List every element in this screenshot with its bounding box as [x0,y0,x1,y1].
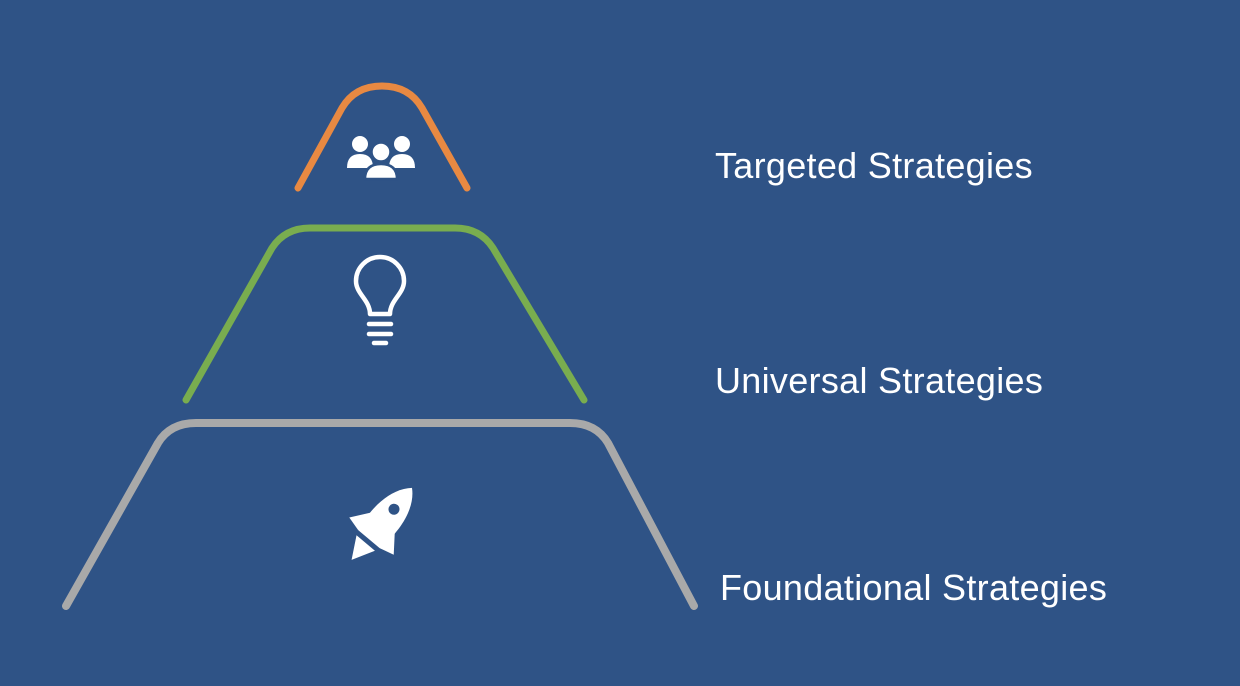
group-icon [347,136,415,181]
universal-strategies-label: Universal Strategies [715,360,1044,401]
foundational-tier-curve [62,419,698,610]
universal-tier-curve [182,224,588,404]
foundational-strategies-label: Foundational Strategies [720,567,1108,608]
lightbulb-icon [353,254,407,346]
targeted-tier-curve [294,82,471,192]
rocket-icon [349,487,413,560]
targeted-strategies-label: Targeted Strategies [715,145,1033,186]
